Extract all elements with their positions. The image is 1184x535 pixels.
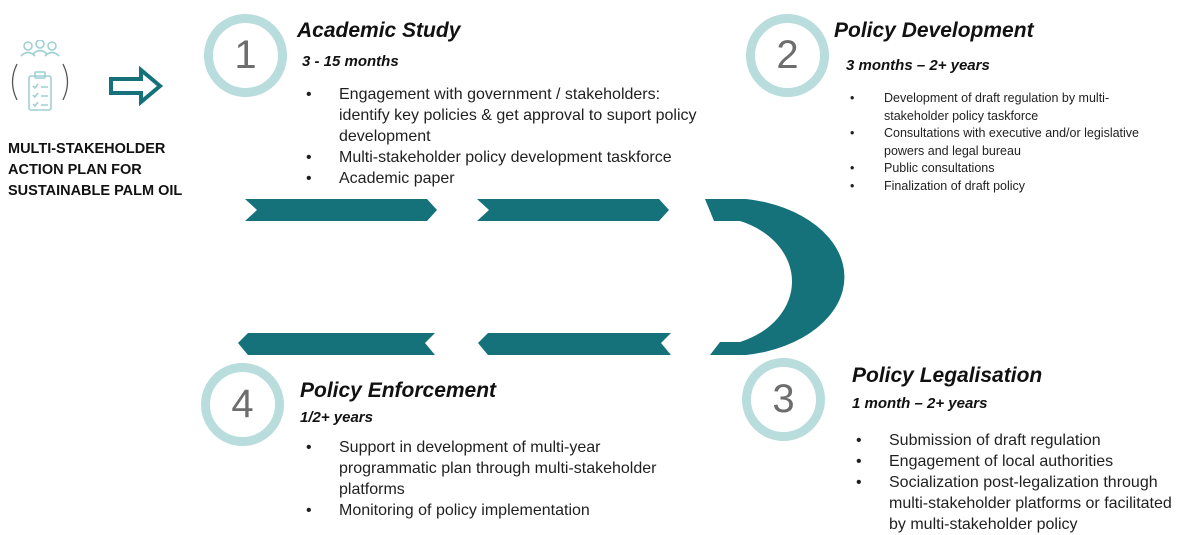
flow-chevron-4 (238, 333, 435, 355)
stage-bullets: Engagement with government / stakeholder… (300, 84, 705, 189)
stage-title: Policy Enforcement (300, 379, 497, 402)
stage-number: 2 (776, 33, 799, 77)
right-arrow-icon (108, 65, 164, 107)
bullet-item: Support in development of multi-year pro… (300, 437, 660, 500)
stage-title: Policy Development (834, 19, 1034, 42)
bullet-item: Submission of draft regulation (850, 430, 1180, 451)
stage-bullets: Development of draft regulation by multi… (847, 90, 1167, 196)
stage-title: Academic Study (297, 19, 461, 42)
bullet-item: Multi-stakeholder policy development tas… (300, 147, 705, 168)
bullet-item: Consultations with executive and/or legi… (847, 125, 1167, 160)
stage-duration: 3 months – 2+ years (846, 57, 990, 74)
stage-number-circle: 1 (204, 14, 287, 97)
action-plan-line: ACTION PLAN FOR (8, 162, 142, 178)
action-plan-label: MULTI-STAKEHOLDER ACTION PLAN FOR SUSTAI… (8, 139, 208, 202)
flow-chevron-2 (477, 199, 669, 221)
stage-number: 1 (234, 33, 257, 77)
stage-number: 4 (231, 382, 254, 426)
stage-title: Policy Legalisation (852, 364, 1043, 387)
stage-duration: 1/2+ years (300, 409, 373, 426)
bullet-item: Engagement with government / stakeholder… (300, 84, 705, 147)
action-plan-line: MULTI-STAKEHOLDER (8, 141, 166, 157)
flow-chevron-1 (245, 199, 437, 221)
stage-duration: 1 month – 2+ years (852, 395, 988, 412)
bullet-item: Monitoring of policy implementation (300, 500, 660, 521)
bullet-item: Public consultations (847, 160, 1167, 178)
stage-number: 3 (772, 377, 795, 421)
flow-chevron-3 (478, 333, 671, 355)
stage-number-circle: 4 (201, 363, 284, 446)
stage-bullets: Submission of draft regulation Engagemen… (850, 430, 1180, 535)
stage-bullets: Support in development of multi-year pro… (300, 437, 660, 521)
action-plan-line: SUSTAINABLE PALM OIL (8, 183, 183, 199)
bullet-item: Engagement of local authorities (850, 451, 1180, 472)
bullet-item: Development of draft regulation by multi… (847, 90, 1167, 125)
bullet-item: Finalization of draft policy (847, 178, 1167, 196)
stage-number-circle: 2 (746, 14, 829, 97)
stage-number-circle: 3 (742, 358, 825, 441)
bullet-item: Academic paper (300, 168, 705, 189)
stakeholders-clipboard-icon (8, 39, 72, 124)
stage-duration: 3 - 15 months (302, 53, 399, 70)
bullet-item: Socialization post-legalization through … (850, 472, 1180, 535)
flow-u-turn (705, 199, 845, 355)
